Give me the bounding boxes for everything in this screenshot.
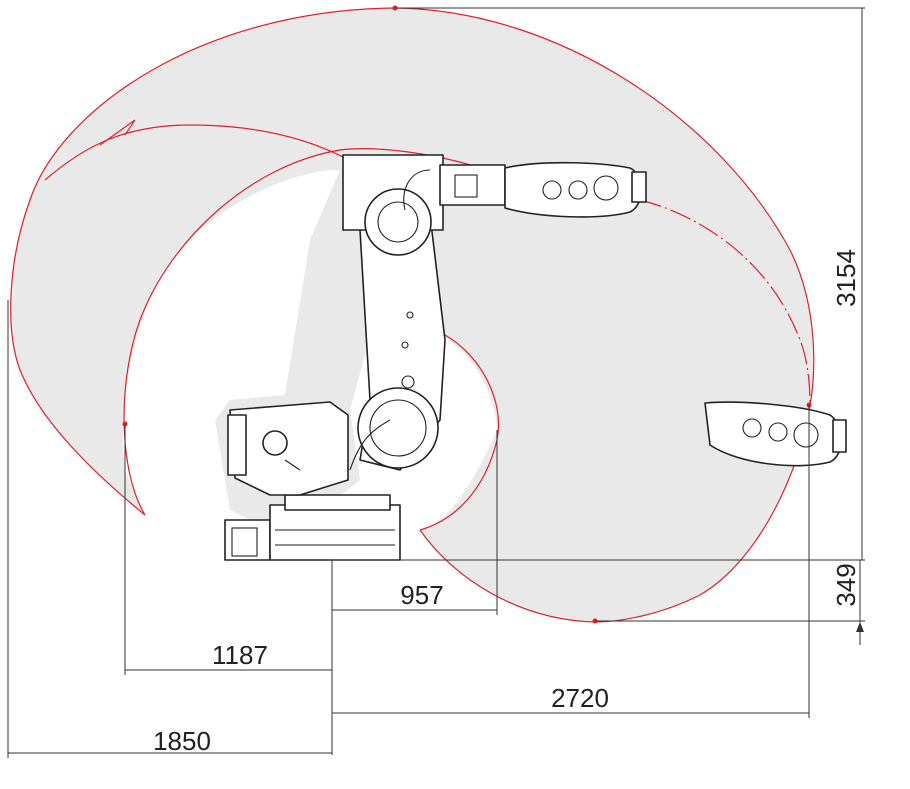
robot-upper-arm xyxy=(342,154,506,256)
robot-lower-arm xyxy=(349,214,446,471)
envelope-wrist-arc xyxy=(639,199,811,406)
dim-label-1850: 1850 xyxy=(153,726,211,756)
dim-label-2720: 2720 xyxy=(551,683,609,713)
envelope-upper-curl xyxy=(44,124,346,181)
robot-counterweight xyxy=(227,401,349,496)
envelope-short-curl xyxy=(99,119,136,146)
robot-wrist-upper xyxy=(504,161,647,218)
dim-label-957: 957 xyxy=(400,580,443,610)
dim-label-1187: 1187 xyxy=(212,640,268,670)
dim-label-349: 349 xyxy=(831,563,861,606)
dimension-lines xyxy=(7,7,865,758)
ref-point-inner-back xyxy=(122,421,128,427)
robot-wrist-lower xyxy=(704,401,847,467)
dim-label-3154: 3154 xyxy=(831,249,861,307)
robot-base xyxy=(224,494,401,561)
envelope-outer-boundary xyxy=(10,7,815,623)
